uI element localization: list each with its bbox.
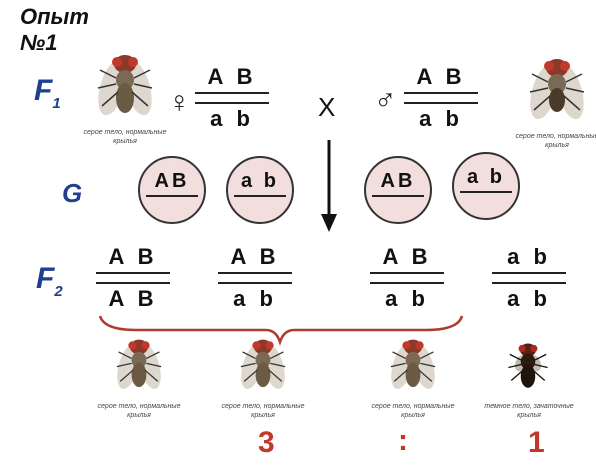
title-line-2: №1 xyxy=(20,30,58,55)
title-line-1: Опыт xyxy=(20,4,89,29)
f2-letter: F xyxy=(36,262,55,295)
chromosome-lines xyxy=(96,272,170,284)
genotype-top: A B xyxy=(230,244,280,269)
gamete-circle: a b xyxy=(452,152,520,220)
gamete-circle: AB xyxy=(364,156,432,224)
f2-caption: серое тело, нормальные крылья xyxy=(221,403,305,419)
genotype-bottom: a b xyxy=(210,106,254,131)
male-symbol: ♂ xyxy=(374,84,397,117)
f2-fly-gray-icon xyxy=(390,339,436,389)
grouping-brace xyxy=(98,315,464,346)
f2-genotype: A B A B xyxy=(96,244,170,312)
chromosome-line xyxy=(146,195,198,197)
genotype-bottom: a b xyxy=(419,106,463,131)
f2-genotype: A B a b xyxy=(370,244,444,312)
chromosome-lines xyxy=(370,272,444,284)
gamete-label: a b xyxy=(467,166,505,188)
f2-fly-dark-icon xyxy=(508,343,548,388)
f1-female-genotype: A B a b xyxy=(195,64,269,132)
gamete-circle: AB xyxy=(138,156,206,224)
gamete-label: AB xyxy=(154,170,190,192)
chromosome-lines xyxy=(195,92,269,104)
f1-sub: 1 xyxy=(52,95,61,112)
gamete-label: a b xyxy=(241,170,279,192)
f2-fly-gray-icon xyxy=(240,339,286,389)
ratio-left: 3 xyxy=(258,426,275,459)
f1-male-genotype: A B a b xyxy=(404,64,478,132)
genotype-bottom: a b xyxy=(233,286,277,311)
f2-genotype: a b a b xyxy=(492,244,566,312)
f2-caption: серое тело, нормальные крылья xyxy=(371,403,455,419)
f2-label: F2 xyxy=(36,262,63,300)
ratio-separator: : xyxy=(398,424,408,457)
ratio-right: 1 xyxy=(528,426,545,459)
genotype-top: a b xyxy=(507,244,551,269)
chromosome-line xyxy=(460,191,512,193)
f2-genotype: A B a b xyxy=(218,244,292,312)
chromosome-lines xyxy=(218,272,292,284)
f1-male-fly-icon xyxy=(529,59,585,120)
genotype-bottom: A B xyxy=(108,286,158,311)
cross-symbol: X xyxy=(318,92,336,122)
chromosome-line xyxy=(372,195,424,197)
f1-label: F1 xyxy=(34,74,61,112)
female-symbol: ♀ xyxy=(168,86,191,119)
f1-male-caption: серое тело, нормальные крылья xyxy=(515,133,596,149)
f2-sub: 2 xyxy=(54,283,63,300)
gamete-circle: a b xyxy=(226,156,294,224)
down-arrow-icon xyxy=(321,140,337,232)
gamete-label: AB xyxy=(380,170,416,192)
f2-caption: серое тело, нормальные крылья xyxy=(97,403,181,419)
f1-female-caption: серое тело, нормальные крылья xyxy=(83,129,167,145)
f2-fly-gray-icon xyxy=(116,339,162,389)
f1-letter: F xyxy=(34,74,53,107)
chromosome-lines xyxy=(404,92,478,104)
f2-caption: темное тело, зачаточные крылья xyxy=(484,403,574,419)
genotype-bottom: a b xyxy=(507,286,551,311)
genotype-top: A B xyxy=(108,244,158,269)
genotype-top: A B xyxy=(416,64,466,89)
genotype-bottom: a b xyxy=(385,286,429,311)
genotype-top: A B xyxy=(207,64,257,89)
genotype-top: A B xyxy=(382,244,432,269)
chromosome-lines xyxy=(492,272,566,284)
gametes-label: G xyxy=(62,178,83,208)
experiment-title: Опыт №1 xyxy=(20,4,89,56)
f1-female-fly-icon xyxy=(97,55,153,116)
chromosome-line xyxy=(234,195,286,197)
